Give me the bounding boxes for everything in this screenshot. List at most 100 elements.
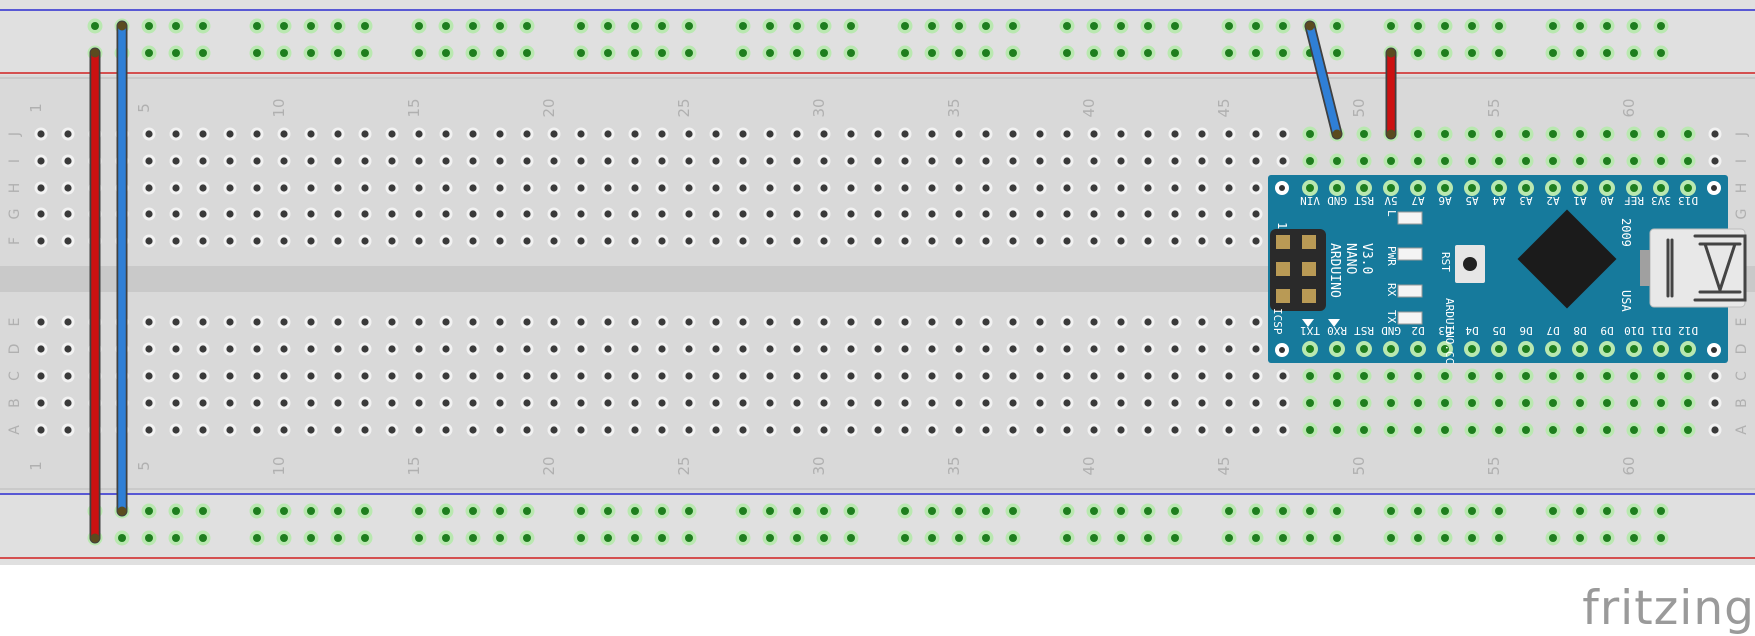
breadboard-hole[interactable]	[955, 345, 963, 353]
breadboard-hole[interactable]	[1576, 372, 1584, 380]
breadboard-hole[interactable]	[766, 210, 774, 218]
breadboard-hole[interactable]	[442, 372, 450, 380]
breadboard-hole[interactable]	[523, 507, 531, 515]
breadboard-hole[interactable]	[604, 507, 612, 515]
breadboard-hole[interactable]	[577, 22, 585, 30]
breadboard-hole[interactable]	[388, 130, 396, 138]
breadboard-hole[interactable]	[442, 318, 450, 326]
breadboard-hole[interactable]	[550, 426, 558, 434]
breadboard-hole[interactable]	[37, 372, 45, 380]
breadboard-hole[interactable]	[523, 372, 531, 380]
breadboard-hole[interactable]	[928, 130, 936, 138]
breadboard-hole[interactable]	[766, 184, 774, 192]
breadboard-hole[interactable]	[928, 210, 936, 218]
breadboard-hole[interactable]	[388, 210, 396, 218]
breadboard-hole[interactable]	[1144, 157, 1152, 165]
breadboard-hole[interactable]	[1009, 210, 1017, 218]
breadboard-hole[interactable]	[1198, 157, 1206, 165]
breadboard-hole[interactable]	[1441, 157, 1449, 165]
breadboard-hole[interactable]	[172, 372, 180, 380]
breadboard-hole[interactable]	[1495, 372, 1503, 380]
breadboard-hole[interactable]	[1549, 426, 1557, 434]
breadboard-hole[interactable]	[874, 130, 882, 138]
breadboard-hole[interactable]	[766, 130, 774, 138]
breadboard-hole[interactable]	[739, 49, 747, 57]
breadboard-hole[interactable]	[253, 426, 261, 434]
breadboard-hole[interactable]	[1090, 318, 1098, 326]
breadboard-hole[interactable]	[388, 426, 396, 434]
breadboard-hole[interactable]	[415, 372, 423, 380]
breadboard-hole[interactable]	[1657, 22, 1665, 30]
breadboard-hole[interactable]	[199, 345, 207, 353]
breadboard-hole[interactable]	[1198, 130, 1206, 138]
breadboard-hole[interactable]	[793, 534, 801, 542]
breadboard-hole[interactable]	[1630, 130, 1638, 138]
breadboard-hole[interactable]	[496, 399, 504, 407]
breadboard-hole[interactable]	[928, 345, 936, 353]
breadboard-hole[interactable]	[604, 426, 612, 434]
breadboard-hole[interactable]	[604, 372, 612, 380]
breadboard-hole[interactable]	[253, 534, 261, 542]
breadboard-hole[interactable]	[577, 345, 585, 353]
breadboard-hole[interactable]	[901, 237, 909, 245]
breadboard-hole[interactable]	[307, 534, 315, 542]
breadboard-hole[interactable]	[766, 318, 774, 326]
breadboard-hole[interactable]	[739, 210, 747, 218]
breadboard-hole[interactable]	[415, 49, 423, 57]
breadboard-hole[interactable]	[820, 399, 828, 407]
breadboard-hole[interactable]	[550, 237, 558, 245]
breadboard-hole[interactable]	[604, 130, 612, 138]
breadboard-hole[interactable]	[280, 372, 288, 380]
breadboard-hole[interactable]	[496, 184, 504, 192]
breadboard-hole[interactable]	[1495, 507, 1503, 515]
breadboard-hole[interactable]	[1360, 130, 1368, 138]
breadboard-hole[interactable]	[847, 157, 855, 165]
breadboard-hole[interactable]	[604, 534, 612, 542]
breadboard-hole[interactable]	[928, 157, 936, 165]
breadboard-hole[interactable]	[820, 49, 828, 57]
breadboard-hole[interactable]	[739, 426, 747, 434]
breadboard-hole[interactable]	[1009, 399, 1017, 407]
breadboard-hole[interactable]	[712, 345, 720, 353]
breadboard-hole[interactable]	[334, 184, 342, 192]
breadboard-hole[interactable]	[847, 49, 855, 57]
breadboard-hole[interactable]	[550, 345, 558, 353]
breadboard-hole[interactable]	[1360, 399, 1368, 407]
breadboard-hole[interactable]	[1117, 157, 1125, 165]
breadboard-hole[interactable]	[901, 49, 909, 57]
breadboard-hole[interactable]	[1306, 507, 1314, 515]
breadboard-hole[interactable]	[658, 399, 666, 407]
breadboard-hole[interactable]	[901, 130, 909, 138]
breadboard-hole[interactable]	[64, 372, 72, 380]
breadboard-hole[interactable]	[1684, 130, 1692, 138]
breadboard-hole[interactable]	[901, 399, 909, 407]
breadboard-hole[interactable]	[631, 318, 639, 326]
breadboard-hole[interactable]	[1144, 237, 1152, 245]
breadboard-hole[interactable]	[145, 237, 153, 245]
breadboard-hole[interactable]	[1522, 130, 1530, 138]
breadboard-hole[interactable]	[685, 22, 693, 30]
breadboard-hole[interactable]	[550, 318, 558, 326]
breadboard-hole[interactable]	[280, 157, 288, 165]
breadboard-hole[interactable]	[604, 345, 612, 353]
breadboard-hole[interactable]	[172, 399, 180, 407]
breadboard-hole[interactable]	[1468, 49, 1476, 57]
breadboard-hole[interactable]	[64, 399, 72, 407]
breadboard-hole[interactable]	[1225, 157, 1233, 165]
breadboard-hole[interactable]	[523, 399, 531, 407]
breadboard-hole[interactable]	[550, 399, 558, 407]
breadboard-hole[interactable]	[577, 426, 585, 434]
breadboard-hole[interactable]	[1333, 534, 1341, 542]
breadboard-hole[interactable]	[172, 184, 180, 192]
breadboard-hole[interactable]	[685, 507, 693, 515]
breadboard-hole[interactable]	[1063, 345, 1071, 353]
breadboard-hole[interactable]	[1495, 130, 1503, 138]
breadboard-hole[interactable]	[388, 345, 396, 353]
breadboard-hole[interactable]	[307, 130, 315, 138]
breadboard-hole[interactable]	[1090, 372, 1098, 380]
breadboard-hole[interactable]	[550, 210, 558, 218]
breadboard-hole[interactable]	[469, 507, 477, 515]
breadboard-hole[interactable]	[1144, 318, 1152, 326]
breadboard-hole[interactable]	[1495, 534, 1503, 542]
breadboard-hole[interactable]	[1252, 210, 1260, 218]
